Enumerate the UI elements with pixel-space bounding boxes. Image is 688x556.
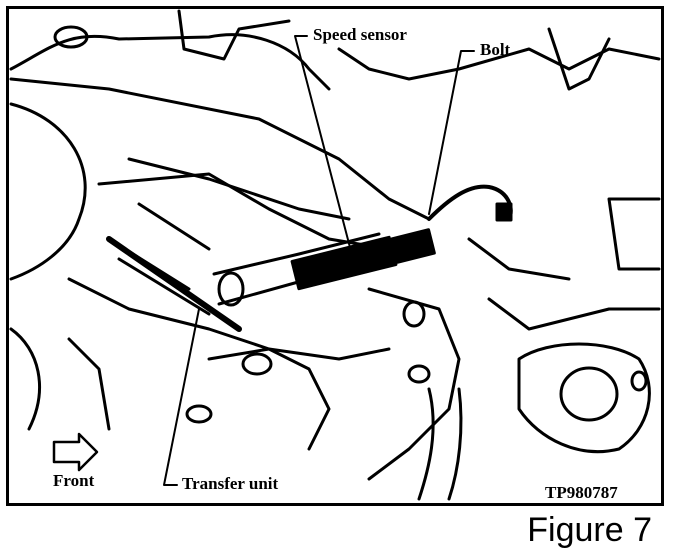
front-arrow-icon	[52, 432, 99, 472]
right-flange-hole	[559, 366, 619, 422]
top-bracket	[177, 9, 291, 61]
leader-bolt	[428, 50, 475, 215]
figure-frame: Speed sensor Bolt Transfer unit Front TP…	[6, 6, 664, 506]
bolt-hole-3	[402, 300, 426, 328]
center-housing	[367, 287, 461, 481]
label-bolt: Bolt	[480, 40, 511, 59]
transfer-unit-drawing	[9, 9, 661, 501]
label-transfer-unit: Transfer unit	[182, 474, 279, 493]
label-figure-code: TP980787	[545, 483, 618, 502]
transfer-edge-hatch	[106, 236, 242, 332]
bolt-hole-4	[407, 364, 431, 384]
bolt-hole-1	[241, 352, 273, 376]
right-flange	[517, 342, 651, 454]
transfer-body-lower	[67, 277, 391, 361]
label-speed-sensor: Speed sensor	[313, 25, 407, 44]
right-flange-bolt	[630, 370, 648, 392]
leader-speed-sensor	[294, 35, 354, 260]
bolt-body	[390, 228, 436, 264]
transfer-body-top	[97, 172, 391, 251]
left-round-part	[9, 102, 87, 281]
lower-housing	[9, 327, 331, 451]
upper-housing	[9, 77, 431, 221]
label-front: Front	[53, 471, 95, 490]
top-oval-hole	[53, 25, 89, 49]
right-housing-lines	[467, 237, 661, 331]
speed-sensor-body	[290, 235, 398, 291]
right-tab	[547, 27, 611, 91]
right-block	[607, 197, 661, 271]
bolt-hole-2	[185, 404, 213, 424]
engine-top-outline	[9, 33, 331, 91]
harness-connector	[495, 202, 513, 222]
sensor-barrel-end	[217, 271, 245, 307]
upper-housing-inner	[127, 157, 351, 221]
figure-caption: Figure 7	[527, 511, 652, 549]
center-tubes	[417, 387, 463, 501]
leader-transfer-unit	[163, 308, 200, 486]
